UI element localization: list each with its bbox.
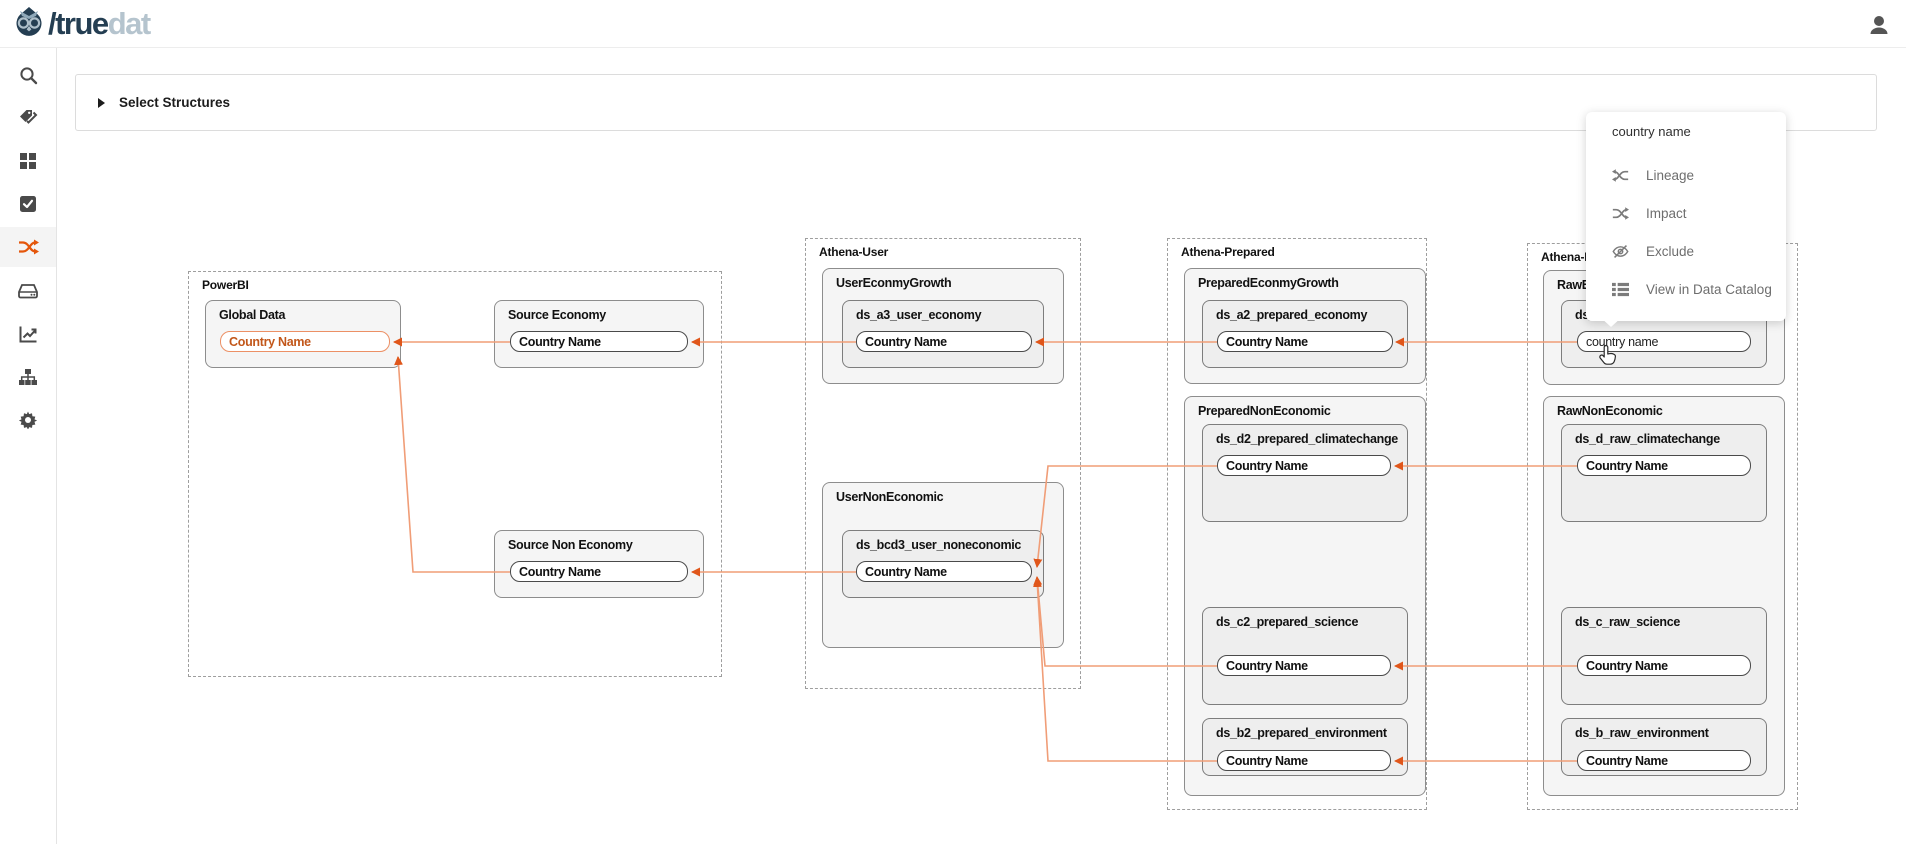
context-menu-title: country name <box>1612 124 1691 139</box>
container-title: PreparedEconmyGrowth <box>1198 276 1339 290</box>
sidebar <box>0 48 57 844</box>
field-ds-d2-prepared-climatechange-country-name[interactable]: Country Name <box>1217 455 1391 476</box>
table-title: ds_c_raw_science <box>1575 615 1681 629</box>
field-context-menu: country name Lineage Impact Exc <box>1586 112 1786 327</box>
menu-item-impact[interactable]: Impact <box>1586 194 1786 232</box>
tag-icon <box>20 110 38 124</box>
logo-text-light: dat <box>107 6 152 41</box>
check-square-icon <box>20 196 36 212</box>
catalog-icon <box>1612 282 1629 296</box>
group-powerbi: PowerBI <box>188 271 722 677</box>
sitemap-icon <box>19 369 37 385</box>
menu-item-label: View in Data Catalog <box>1646 281 1772 297</box>
sidebar-item-lineage[interactable] <box>0 227 56 267</box>
container-title: RawNonEconomic <box>1557 404 1663 418</box>
select-structures-panel[interactable]: Select Structures <box>75 74 1877 131</box>
sidebar-item-grid[interactable] <box>0 141 56 181</box>
field-ds-d-raw-climatechange-country-name[interactable]: Country Name <box>1577 455 1751 476</box>
gear-icon <box>19 411 37 429</box>
container-title: UserNonEconomic <box>836 490 944 504</box>
group-label: PowerBI <box>202 278 249 292</box>
table-title: ds_d_raw_climatechange <box>1575 432 1720 446</box>
person-icon <box>1870 16 1888 34</box>
sidebar-item-taxonomy[interactable] <box>0 357 56 397</box>
menu-item-lineage[interactable]: Lineage <box>1586 156 1786 194</box>
container-title: UserEconmyGrowth <box>836 276 952 290</box>
field-ds-c2-prepared-science-country-name[interactable]: Country Name <box>1217 655 1391 676</box>
sidebar-item-quality[interactable] <box>0 314 56 354</box>
sidebar-item-tags[interactable] <box>0 98 56 138</box>
node-title: Source Non Economy <box>508 538 633 552</box>
sidebar-item-settings[interactable] <box>0 400 56 440</box>
chart-line-icon <box>19 326 36 343</box>
menu-item-label: Exclude <box>1646 243 1695 259</box>
group-label: Athena-User <box>819 245 889 259</box>
field-source-non-economy-country-name[interactable]: Country Name <box>510 561 688 582</box>
menu-item-label: Impact <box>1646 205 1687 221</box>
table-title: ds_c2_prepared_science <box>1216 615 1359 629</box>
group-label: Athena-Ra <box>1541 250 1600 264</box>
field-ds-b-raw-environment-country-name[interactable]: Country Name <box>1577 750 1751 771</box>
table-title: ds_b_raw_environment <box>1575 726 1709 740</box>
lineage-shuffle-icon <box>18 239 39 255</box>
node-title: Source Economy <box>508 308 606 322</box>
collapsed-caret-icon <box>98 97 105 108</box>
field-global-data-country-name[interactable]: Country Name <box>220 331 390 352</box>
server-icon <box>18 284 38 299</box>
group-athena-user: Athena-User <box>805 238 1081 689</box>
table-title: ds_bcd3_user_noneconomic <box>856 538 1022 552</box>
grid-icon <box>20 153 36 169</box>
owl-icon <box>12 4 46 45</box>
field-raw-economy-country-name[interactable]: country name <box>1577 331 1751 352</box>
search-icon <box>19 66 37 84</box>
menu-item-view-in-data-catalog[interactable]: View in Data Catalog <box>1586 270 1786 308</box>
sidebar-item-search[interactable] <box>0 55 56 95</box>
node-title: Global Data <box>219 308 286 322</box>
user-menu-button[interactable] <box>1866 12 1892 38</box>
table-title: ds_b2_prepared_environment <box>1216 726 1387 740</box>
menu-item-exclude[interactable]: Exclude <box>1586 232 1786 270</box>
select-structures-label: Select Structures <box>119 95 231 110</box>
container-title: PreparedNonEconomic <box>1198 404 1331 418</box>
table-title: ds_a2_prepared_economy <box>1216 308 1368 322</box>
field-ds-b2-prepared-environment-country-name[interactable]: Country Name <box>1217 750 1391 771</box>
sidebar-item-systems[interactable] <box>0 271 56 311</box>
field-source-economy-country-name[interactable]: Country Name <box>510 331 688 352</box>
sidebar-item-tasks[interactable] <box>0 184 56 224</box>
field-ds-a2-prepared-economy-country-name[interactable]: Country Name <box>1217 331 1393 352</box>
table-title: ds_d2_prepared_climatechange <box>1216 432 1398 446</box>
group-label: Athena-Prepared <box>1181 245 1275 259</box>
lineage-icon <box>1612 168 1629 182</box>
field-ds-bcd3-user-noneconomic-country-name[interactable]: Country Name <box>856 561 1032 582</box>
field-ds-c-raw-science-country-name[interactable]: Country Name <box>1577 655 1751 676</box>
table-title: ds_a3_user_economy <box>856 308 982 322</box>
impact-icon <box>1612 206 1629 220</box>
menu-item-label: Lineage <box>1646 167 1695 183</box>
logo-text-dark: /true <box>48 6 109 41</box>
field-ds-a3-user-economy-country-name[interactable]: Country Name <box>856 331 1032 352</box>
exclude-icon <box>1612 244 1629 258</box>
menu-tail <box>1600 317 1622 327</box>
